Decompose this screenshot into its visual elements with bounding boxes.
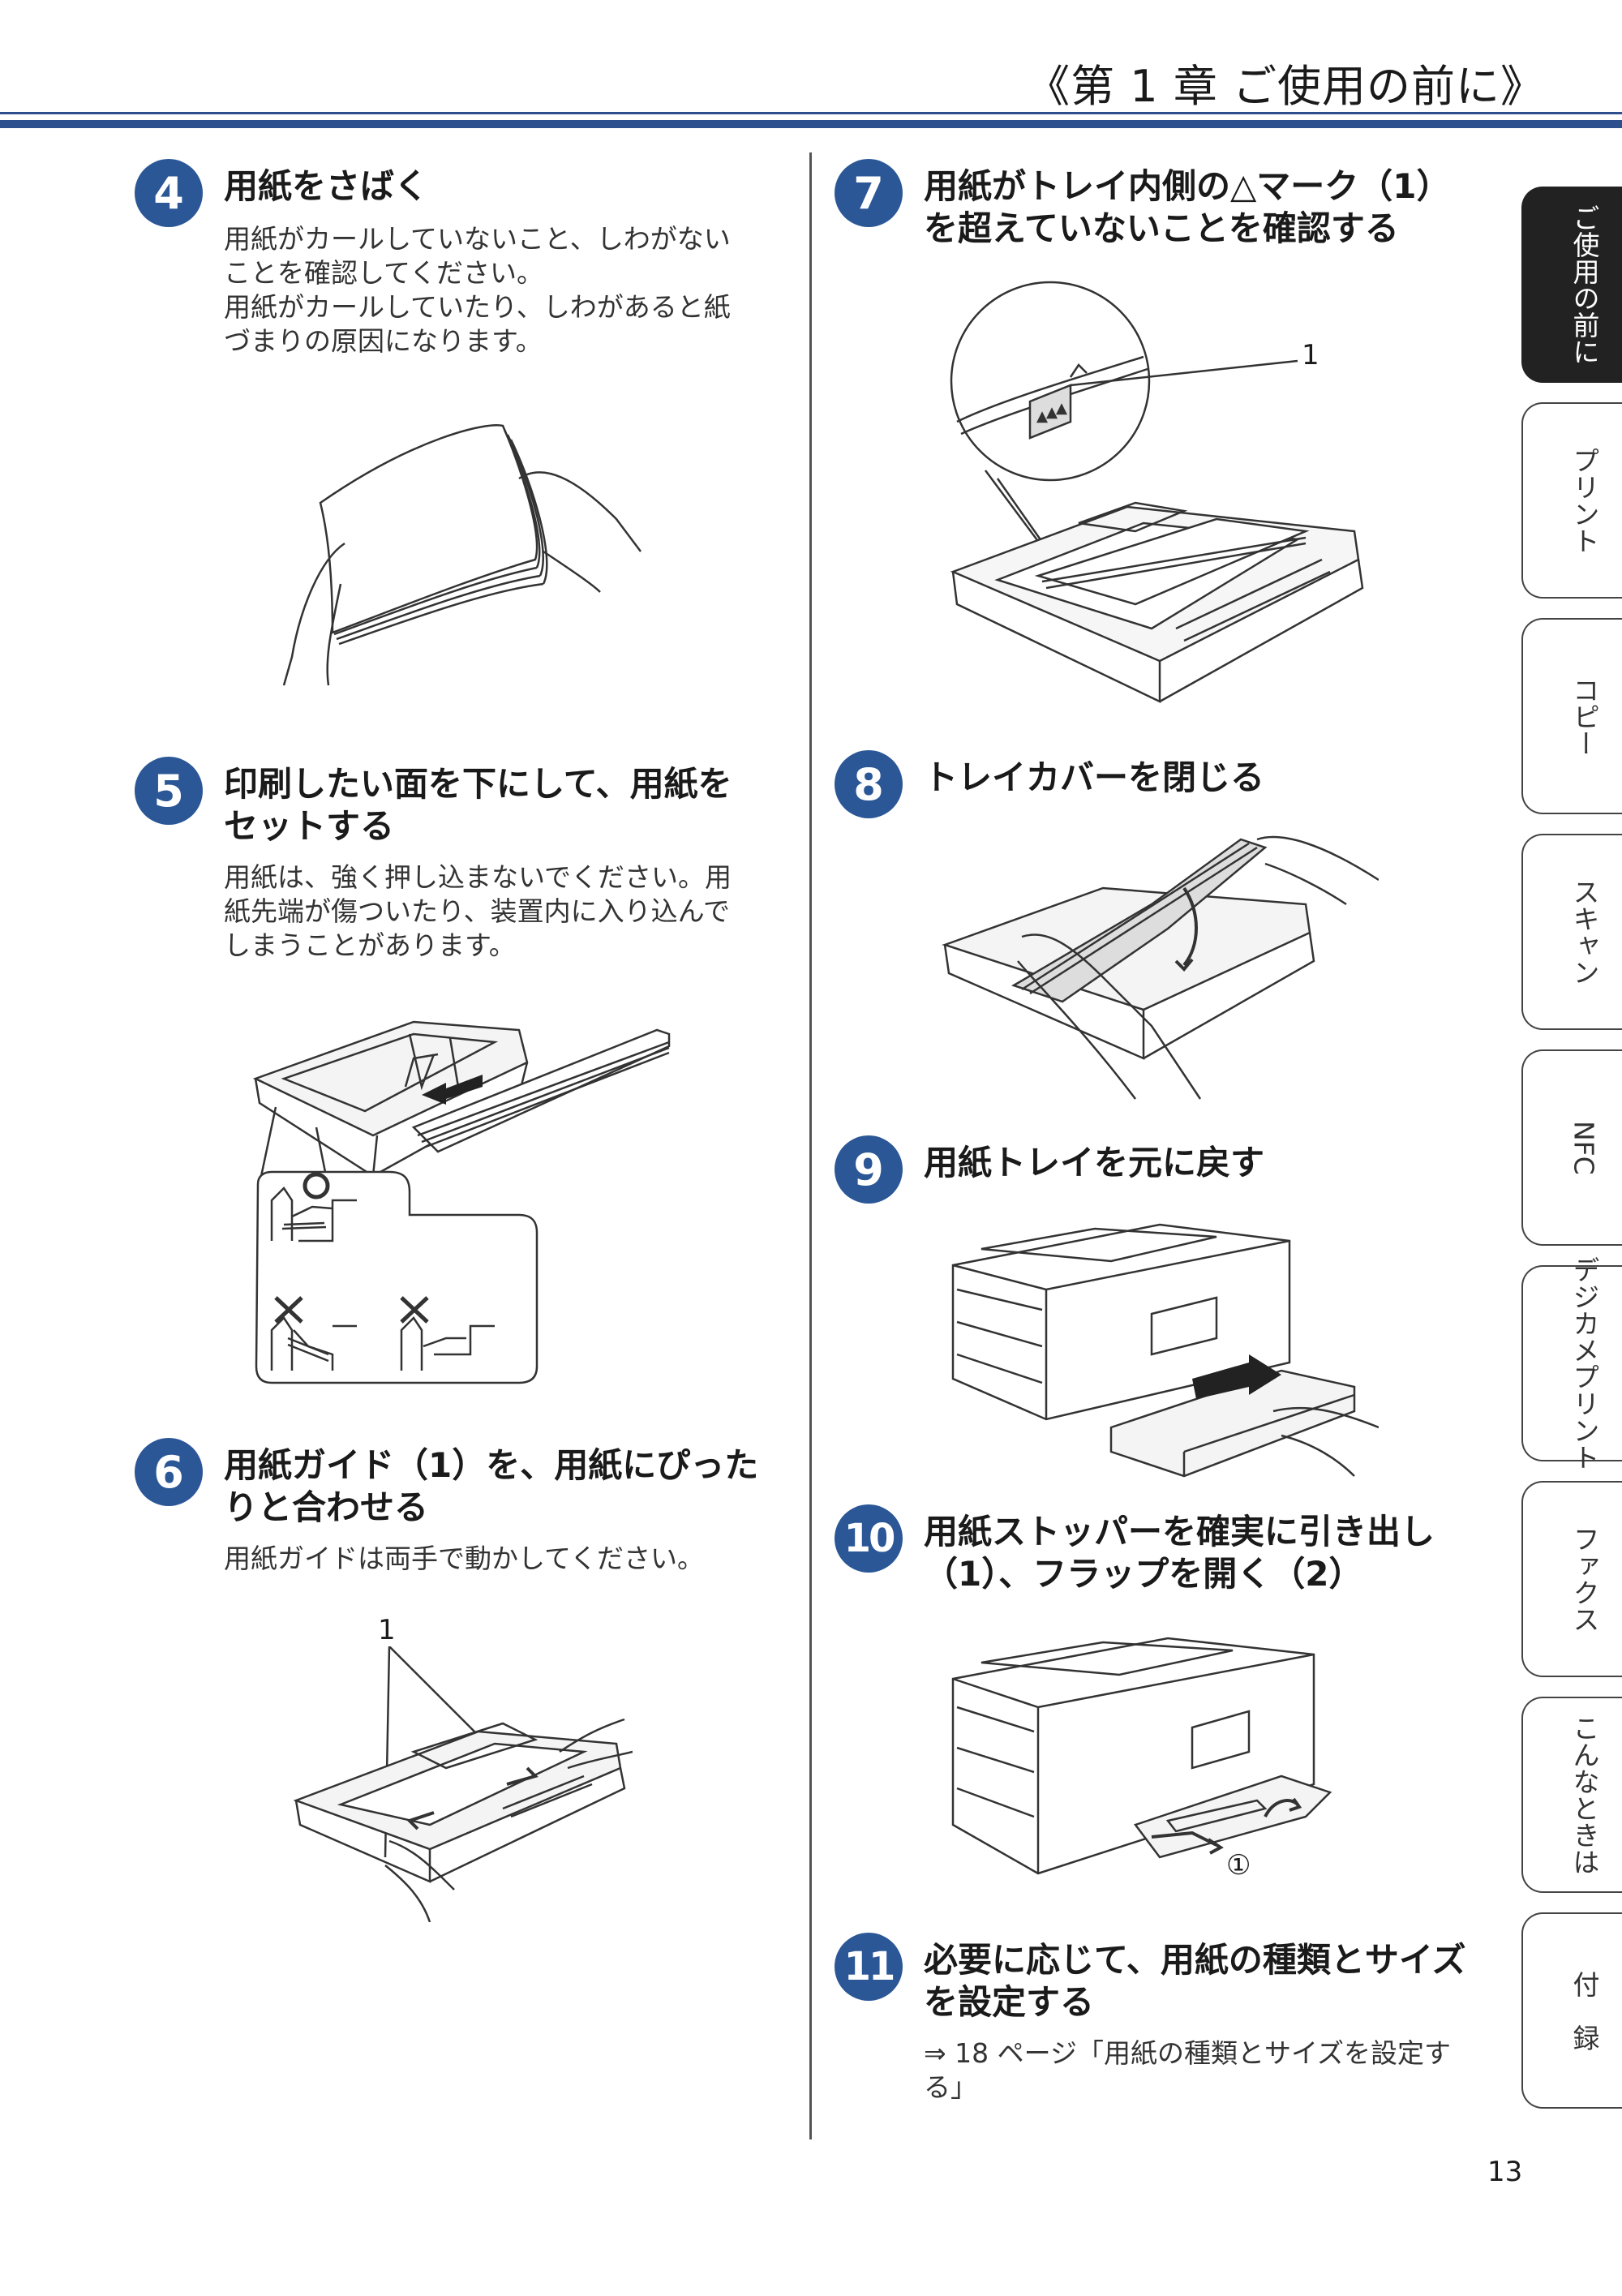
step-number-badge: 11 [835, 1933, 903, 2001]
step-number-badge: 9 [835, 1135, 903, 1204]
header-rule-thick [0, 120, 1622, 128]
load-paper-tray-illustration [251, 998, 673, 1387]
header-rule-thin [0, 112, 1622, 114]
step-number-badge: 7 [835, 159, 903, 227]
callout-label: 1 [378, 1614, 396, 1646]
callout-label: 1 [1302, 339, 1319, 371]
step-heading: 用紙ガイド（1）を、用紙にぴったりと合わせる [224, 1445, 759, 1527]
tab-print[interactable]: プリント [1521, 402, 1622, 599]
step-heading: 必要に応じて、用紙の種類とサイズを設定する [924, 1940, 1466, 2022]
step-heading: 用紙がトレイ内側の△マーク（1）を超えていないことを確認する [924, 166, 1451, 248]
triangle-mark-check-illustration [949, 280, 1371, 710]
step-number-badge: 8 [835, 750, 903, 818]
step-heading: 用紙トレイを元に戻す [924, 1143, 1265, 1182]
fan-paper-illustration [276, 414, 665, 689]
step-body: 用紙がカールしていないこと、しわがないことを確認してください。 用紙がカールして… [224, 223, 731, 357]
tab-digital-camera-print[interactable]: デジカメプリント [1521, 1256, 1622, 1470]
tab-troubleshooting[interactable]: こんなときは [1521, 1697, 1622, 1893]
page-number: 13 [1487, 2156, 1523, 2188]
pull-stopper-illustration [949, 1630, 1338, 1898]
step-body: ⇒ 18 ページ「用紙の種類とサイズを設定す る」 [924, 2037, 1451, 2103]
column-divider [809, 152, 812, 2139]
step-heading: 用紙ストッパーを確実に引き出し（1）、フラップを開く（2） [924, 1512, 1435, 1594]
step-number-badge: 4 [135, 159, 203, 227]
close-tray-cover-illustration [941, 823, 1379, 1115]
tab-scan[interactable]: スキャン [1521, 834, 1622, 1030]
step-number-badge: 6 [135, 1438, 203, 1506]
step-body: 用紙は、強く押し込まないでください。用紙先端が傷ついたり、装置内に入り込んでしま… [224, 861, 732, 961]
callout-label-1: ① [1226, 1849, 1251, 1882]
step-number-badge: 5 [135, 757, 203, 825]
page-reference-link[interactable]: ⇒ 18 ページ「用紙の種類とサイズを設定す [924, 2037, 1451, 2069]
tab-fax[interactable]: ファクス [1521, 1481, 1622, 1677]
tab-nfc[interactable]: NFC [1521, 1049, 1622, 1246]
tab-copy[interactable]: コピー [1521, 618, 1622, 814]
chapter-title: 《第 1 章 ご使用の前に》 [1026, 61, 1545, 112]
step-heading: 用紙をさばく [224, 166, 429, 206]
step-body: 用紙ガイドは両手で動かしてください。 [224, 1543, 705, 1574]
step-number-badge: 10 [835, 1504, 903, 1573]
step-heading: トレイカバーを閉じる [924, 757, 1265, 797]
tab-before-use[interactable]: ご使用の前に [1521, 187, 1622, 383]
return-tray-illustration [949, 1217, 1379, 1484]
step-heading: 印刷したい面を下にして、用紙をセットする [224, 764, 732, 846]
tab-appendix[interactable]: 付 録 [1521, 1912, 1622, 2109]
paper-guide-illustration [292, 1646, 633, 1922]
